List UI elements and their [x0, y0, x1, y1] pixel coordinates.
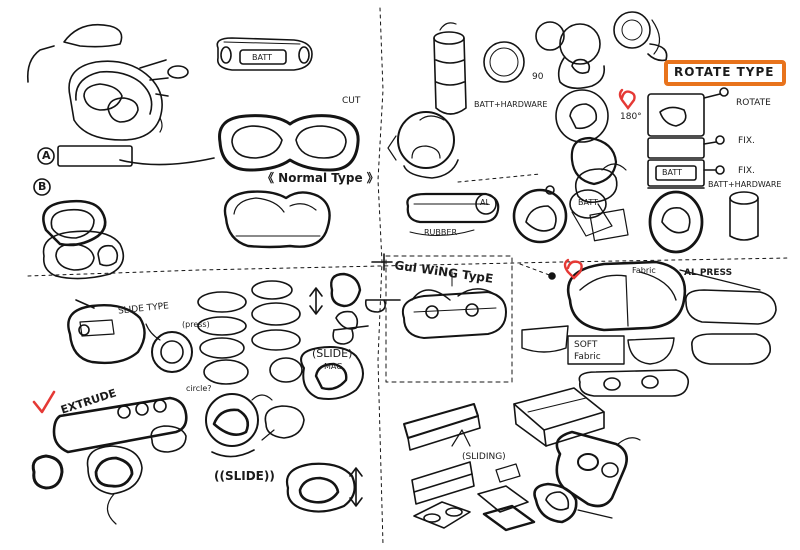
sketch-drawing — [26, 7, 791, 546]
sketch-sheet: 《 Normal Type 》 Gul WiNG TypE ROTATE TYP… — [26, 7, 791, 546]
